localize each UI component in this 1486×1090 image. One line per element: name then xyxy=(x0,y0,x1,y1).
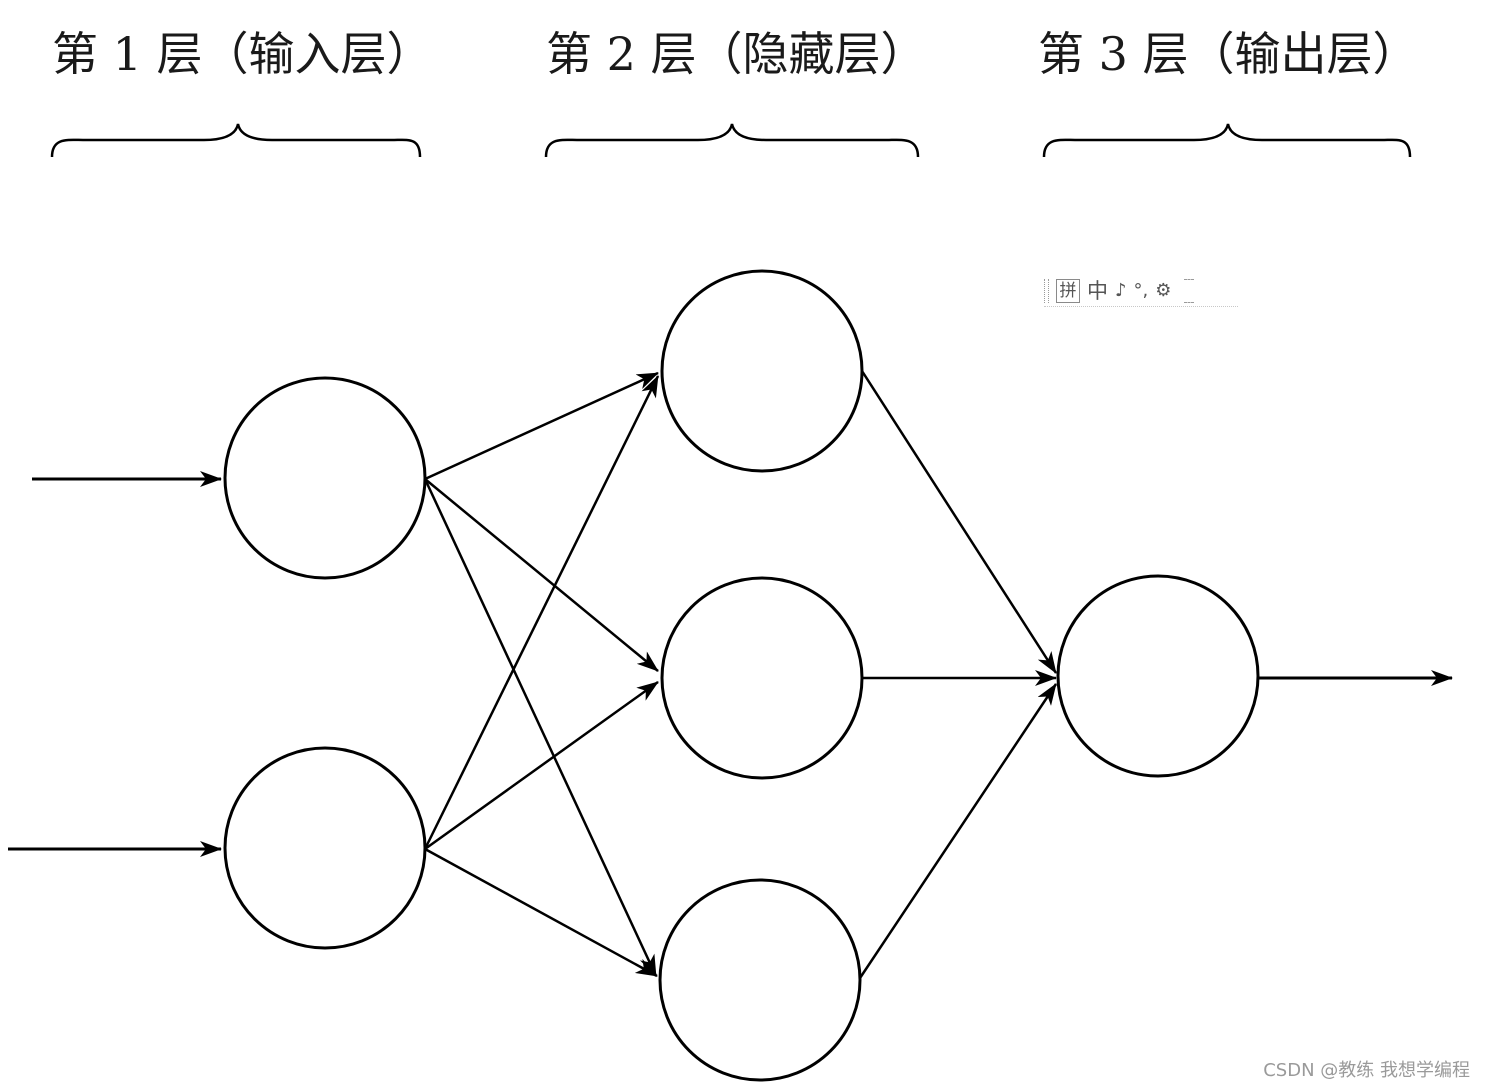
moon-icon[interactable]: ♪ xyxy=(1115,280,1127,301)
input-node-1 xyxy=(223,376,427,580)
edge-h3-o1 xyxy=(858,683,1058,979)
output-node xyxy=(1056,574,1260,778)
edge-i1-h2 xyxy=(424,478,659,672)
layer-1-title: 第 1 层（输入层） xyxy=(52,27,433,81)
toolbar-grip-icon[interactable] xyxy=(1044,279,1049,303)
edge-i2-h2 xyxy=(424,680,659,851)
watermark: CSDN @教练 我想学编程 xyxy=(1263,1060,1470,1081)
input-node-2 xyxy=(223,746,427,950)
ime-toolbar[interactable]: 拼 中 ♪ °, ⚙ xyxy=(1044,276,1238,307)
hidden-node-2 xyxy=(660,576,864,780)
layer-2-brace xyxy=(544,123,920,158)
layer-3-title: 第 3 层（输出层） xyxy=(1038,27,1419,81)
edge-i2-h1 xyxy=(423,375,660,850)
edge-i1-h1 xyxy=(424,371,659,481)
settings-gear-icon[interactable]: ⚙ xyxy=(1155,280,1172,301)
edge-i2-h3 xyxy=(424,847,658,978)
expand-icon[interactable] xyxy=(1184,279,1195,303)
layer-3-brace xyxy=(1042,123,1412,158)
edge-i1-h3 xyxy=(423,478,658,977)
layer-2-title: 第 2 层（隐藏层） xyxy=(546,27,927,81)
layer-1-brace xyxy=(50,123,422,158)
chinese-mode-button[interactable]: 中 xyxy=(1087,279,1108,303)
edge-h1-o1 xyxy=(860,370,1058,674)
hidden-node-3 xyxy=(658,878,862,1082)
punctuation-icon[interactable]: °, xyxy=(1133,280,1149,301)
hidden-node-1 xyxy=(660,269,864,473)
pinyin-mode-button[interactable]: 拼 xyxy=(1056,279,1080,303)
